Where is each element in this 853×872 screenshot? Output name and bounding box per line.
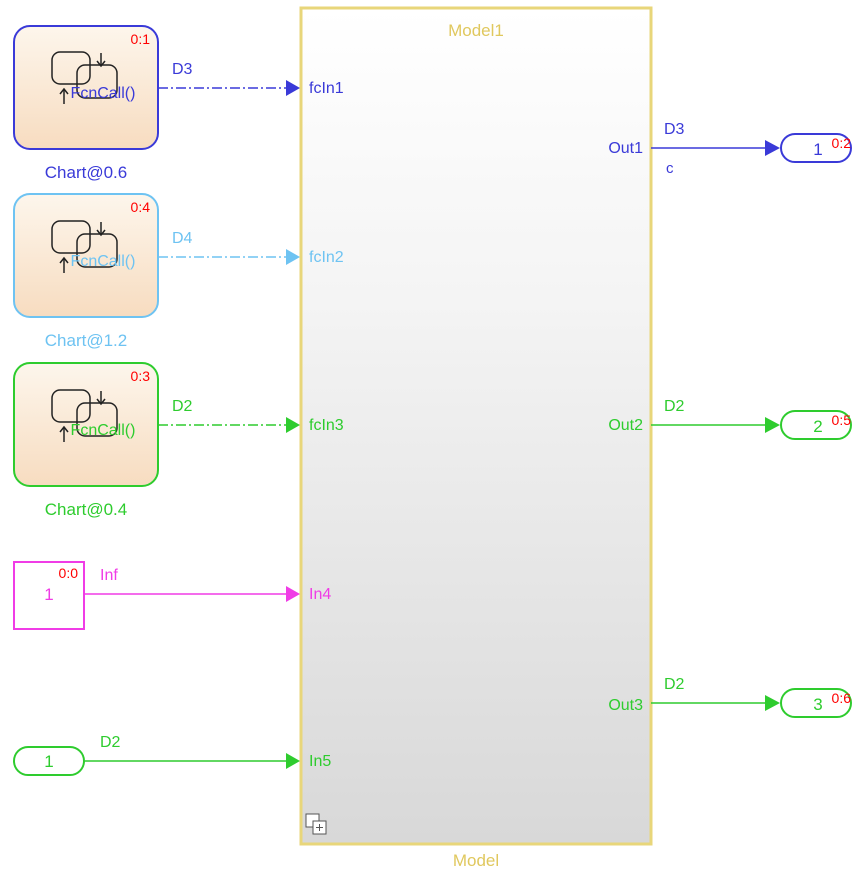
model-outport-out2: Out2 (608, 417, 643, 434)
model-outport-out3: Out3 (608, 697, 643, 714)
signal-chart1-to-fcin1[interactable]: D3 (158, 61, 300, 96)
signal-out3-to-outport3[interactable]: D2 (651, 676, 780, 711)
outport-2-number: 2 (813, 417, 822, 436)
state-icon (51, 51, 118, 104)
signal-label-d2-in5: D2 (100, 734, 121, 751)
chart-2-sample-time: 0:4 (131, 199, 151, 215)
chart-3-name: Chart@0.4 (45, 500, 127, 519)
signal-label-d2-out3: D2 (664, 676, 685, 693)
outport-3-number: 3 (813, 695, 822, 714)
model-reference-icon (305, 813, 327, 835)
signal-label-d2-out2: D2 (664, 398, 685, 415)
outport-block-1[interactable]: 1 0:2 (780, 133, 852, 163)
outport-1-sample-time: 0:2 (832, 135, 852, 151)
outport-3-sample-time: 0:6 (832, 690, 852, 706)
signal-chart2-to-fcin2[interactable]: D4 (158, 230, 300, 265)
outport-block-3[interactable]: 3 0:6 (780, 688, 852, 718)
signal-label-d2-in: D2 (172, 398, 193, 415)
model-outport-out1: Out1 (608, 140, 643, 157)
model-reference-block[interactable]: Model1 Model fcIn1 fcIn2 fcIn3 In4 In5 O… (299, 6, 653, 870)
outport-2-sample-time: 0:5 (832, 412, 852, 428)
stateflow-chart-1[interactable]: FcnCall() 0:1 Chart@0.6 (13, 25, 159, 182)
outport-1-number: 1 (813, 140, 822, 159)
signal-inport-to-in5[interactable]: D2 (84, 734, 300, 769)
signal-label-d3-in: D3 (172, 61, 193, 78)
signal-sublabel-c: c (666, 160, 674, 177)
chart-1-function: FcnCall() (71, 85, 136, 102)
model-inport-fcin3: fcIn3 (309, 417, 344, 434)
chart-2-function: FcnCall() (71, 253, 136, 270)
state-icon (51, 389, 118, 442)
model-block-footer: Model (453, 851, 499, 870)
model-inport-in5: In5 (309, 753, 331, 770)
stateflow-chart-3[interactable]: FcnCall() 0:3 Chart@0.4 (13, 362, 159, 519)
signal-out1-to-outport1[interactable]: D3 c (651, 121, 780, 177)
chart-3-function: FcnCall() (71, 422, 136, 439)
constant-block[interactable]: 1 0:0 (13, 561, 85, 630)
chart-1-name: Chart@0.6 (45, 163, 127, 182)
signal-label-inf: Inf (100, 567, 118, 584)
signal-chart3-to-fcin3[interactable]: D2 (158, 398, 300, 433)
chart-1-sample-time: 0:1 (131, 31, 151, 47)
inport-block[interactable]: 1 (13, 746, 85, 776)
state-icon (51, 220, 118, 273)
inport-number: 1 (44, 752, 53, 771)
signal-out2-to-outport2[interactable]: D2 (651, 398, 780, 433)
model-inport-fcin1: fcIn1 (309, 80, 344, 97)
model-block-title: Model1 (448, 21, 504, 40)
stateflow-chart-2[interactable]: FcnCall() 0:4 Chart@1.2 (13, 193, 159, 350)
outport-block-2[interactable]: 2 0:5 (780, 410, 852, 440)
chart-3-sample-time: 0:3 (131, 368, 151, 384)
model-inport-in4: In4 (309, 586, 331, 603)
constant-sample-time: 0:0 (59, 565, 79, 581)
chart-2-name: Chart@1.2 (45, 331, 127, 350)
signal-label-d4-in: D4 (172, 230, 193, 247)
signal-constant-to-in4[interactable]: Inf (84, 567, 300, 602)
signal-label-d3-out: D3 (664, 121, 685, 138)
constant-value: 1 (44, 585, 53, 604)
model-inport-fcin2: fcIn2 (309, 249, 344, 266)
